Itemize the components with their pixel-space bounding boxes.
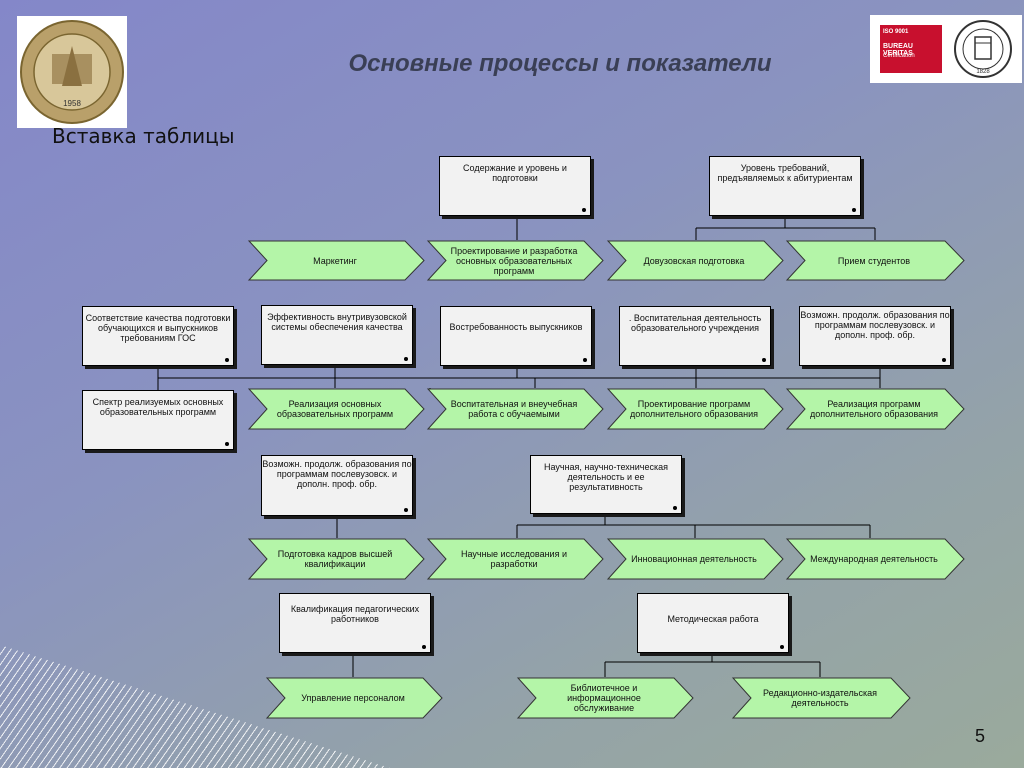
indicator-label: Содержание и уровень и подготовки bbox=[463, 163, 567, 183]
indicator-label: Квалификация педагогических работников bbox=[290, 604, 420, 624]
indicator-label: Уровень требований, предъявляемых к абит… bbox=[717, 163, 853, 183]
process-publishing: Редакционно-издательская деятельность bbox=[731, 677, 911, 719]
indicator-program-spectrum: Спектр реализуемых основных образователь… bbox=[82, 390, 234, 450]
slide-subtitle: Вставка таблицы bbox=[52, 124, 235, 148]
indicator-research-activity: Научная, научно-техническая деятельность… bbox=[530, 455, 682, 514]
page-number: 5 bbox=[975, 726, 986, 746]
iso-badge: ISO 9001 BUREAU VERITAS Certification bbox=[880, 25, 942, 73]
indicator-staff-qualification: Квалификация педагогических работников bbox=[279, 593, 431, 653]
process-research: Научные исследования и разработки bbox=[426, 538, 604, 580]
process-label: Редакционно-издательская деятельность bbox=[763, 688, 877, 708]
indicator-quality-compliance: Соответствие качества подготовки обучающ… bbox=[82, 306, 234, 366]
indicator-content-level: Содержание и уровень и подготовки bbox=[439, 156, 591, 216]
process-label: Воспитательная и внеучебная работа с обу… bbox=[450, 399, 578, 419]
indicator-educational-activity: . Воспитательная деятельность образовате… bbox=[619, 306, 771, 366]
bv-year: 1828 bbox=[976, 69, 990, 75]
brand-label: BUREAU VERITAS bbox=[883, 43, 913, 57]
indicator-label: Востребованность выпускников bbox=[449, 322, 583, 332]
process-label: Инновационная деятельность bbox=[631, 554, 757, 564]
process-library: Библиотечное и информационное обслуживан… bbox=[516, 677, 694, 719]
indicator-label: Соответствие качества подготовки обучающ… bbox=[85, 313, 231, 343]
process-innovation: Инновационная деятельность bbox=[606, 538, 784, 580]
indicator-label: Методическая работа bbox=[667, 614, 759, 624]
indicator-label: Возможн. продолж. образования по програм… bbox=[800, 310, 950, 340]
indicator-label: Научная, научно-техническая деятельность… bbox=[543, 462, 668, 492]
indicator-postgrad-options-2: Возможн. продолж. образования по програм… bbox=[261, 455, 413, 516]
university-seal-icon: 1958 bbox=[20, 20, 124, 124]
process-international: Международная деятельность bbox=[785, 538, 965, 580]
process-label: Прием студентов bbox=[837, 255, 911, 266]
process-personnel: Управление персоналом bbox=[265, 677, 443, 719]
process-label: Реализация программ дополнительного обра… bbox=[809, 399, 939, 419]
indicator-label: Спектр реализуемых основных образователь… bbox=[92, 397, 224, 417]
process-admission: Прием студентов bbox=[785, 240, 965, 281]
process-label: Подготовка кадров высшей квалификации bbox=[277, 549, 393, 569]
indicator-graduate-demand: Востребованность выпускников bbox=[440, 306, 592, 366]
process-main-programs: Реализация основных образовательных прог… bbox=[247, 388, 425, 430]
process-marketing: Маркетинг bbox=[247, 240, 425, 281]
process-additional-programs: Реализация программ дополнительного обра… bbox=[785, 388, 965, 430]
process-pre-university: Довузовская подготовка bbox=[606, 240, 784, 281]
process-label: Проектирование программ дополнительного … bbox=[629, 399, 759, 419]
indicator-label: Эффективность внутривузовской системы об… bbox=[267, 312, 407, 332]
process-high-qual-training: Подготовка кадров высшей квалификации bbox=[247, 538, 425, 580]
certification-label: Certification bbox=[883, 53, 915, 59]
bureau-veritas-icon: 1828 bbox=[954, 20, 1012, 78]
seal-year: 1958 bbox=[63, 99, 81, 108]
process-label: Довузовская подготовка bbox=[643, 255, 745, 266]
process-program-design: Проектирование и разработка основных обр… bbox=[426, 240, 604, 281]
indicator-postgrad-options: Возможн. продолж. образования по програм… bbox=[799, 306, 951, 366]
iso-label: ISO 9001 bbox=[883, 29, 909, 35]
process-label: Управление персоналом bbox=[301, 693, 405, 703]
process-label: Маркетинг bbox=[313, 255, 357, 266]
indicator-applicant-requirements: Уровень требований, предъявляемых к абит… bbox=[709, 156, 861, 216]
indicator-label: . Воспитательная деятельность образовате… bbox=[628, 313, 762, 333]
process-label: Реализация основных образовательных прог… bbox=[276, 399, 394, 419]
process-label: Международная деятельность bbox=[810, 554, 938, 564]
process-additional-design: Проектирование программ дополнительного … bbox=[606, 388, 784, 430]
process-label: Библиотечное и информационное обслуживан… bbox=[567, 683, 641, 713]
indicator-label: Возможн. продолж. образования по програм… bbox=[262, 459, 412, 489]
process-education-work: Воспитательная и внеучебная работа с обу… bbox=[426, 388, 604, 430]
slide-title: Основные процессы и показатели bbox=[348, 50, 772, 77]
process-label: Научные исследования и разработки bbox=[461, 549, 567, 569]
indicator-methodical-work: Методическая работа bbox=[637, 593, 789, 653]
bureau-veritas-logo: ISO 9001 BUREAU VERITAS Certification 18… bbox=[870, 15, 1022, 83]
university-seal-logo: 1958 bbox=[17, 16, 127, 128]
process-label: Проектирование и разработка основных обр… bbox=[450, 245, 578, 276]
indicator-qms-efficiency: Эффективность внутривузовской системы об… bbox=[261, 305, 413, 365]
